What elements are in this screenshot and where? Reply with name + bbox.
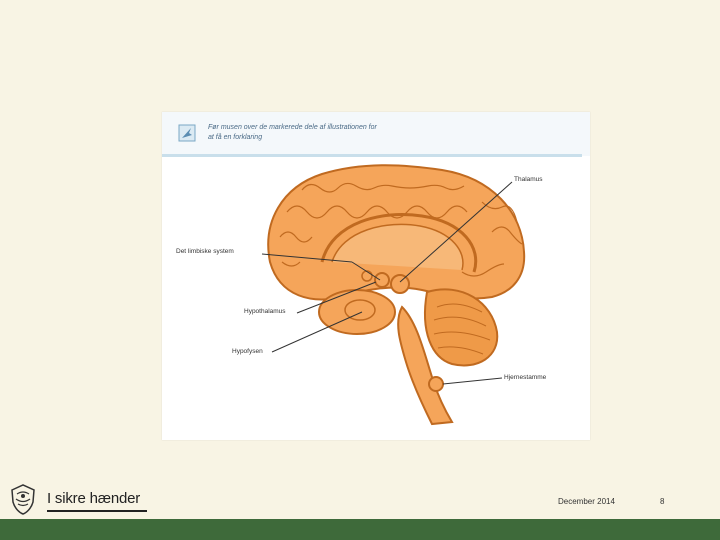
page-number: 8 [660,497,664,506]
thalamus-structure [391,275,409,293]
label-brainstem[interactable]: Hjernestamme [504,374,546,381]
brand-underline [47,510,147,512]
crest-logo-icon [6,482,40,516]
footer-date: December 2014 [558,497,615,506]
footer-bar [0,519,720,540]
brain-drawing [162,112,590,440]
label-limbic-system[interactable]: Det limbiske system [176,248,234,255]
brand-name: I sikre hænder [47,490,140,507]
label-thalamus[interactable]: Thalamus [514,176,543,183]
label-hypothalamus[interactable]: Hypothalamus [244,308,286,315]
label-hypofysen[interactable]: Hypofysen [232,348,263,355]
cerebellum [425,289,497,365]
brain-illustration: Før musen over de markerede dele af illu… [162,112,590,440]
brainstem-marker [429,377,443,391]
